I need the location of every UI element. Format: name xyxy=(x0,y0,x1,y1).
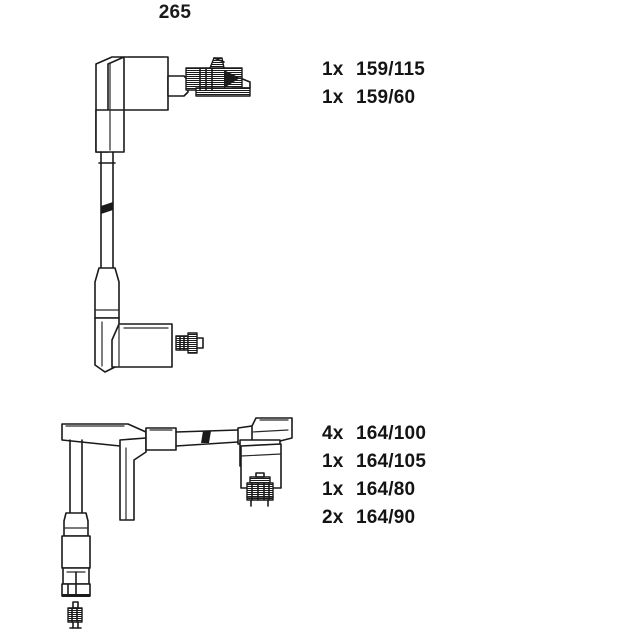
legend-row: 2x 164/90 xyxy=(322,504,426,532)
diagram-bottom-group xyxy=(61,417,293,629)
legend-row: 1x 164/105 xyxy=(322,448,426,476)
detached-hatched-connector xyxy=(185,57,251,97)
legend-code: 159/60 xyxy=(356,87,416,108)
legend-qty: 1x xyxy=(322,479,344,500)
legend-top: 1x 159/115 1x 159/60 xyxy=(322,56,425,112)
legend-code: 164/80 xyxy=(356,479,416,500)
pin-terminal xyxy=(175,332,204,354)
stacked-boot-lower-left xyxy=(61,512,91,597)
legend-bottom: 4x 164/100 1x 164/105 1x 164/80 2x 164/90 xyxy=(322,420,426,532)
diagram-top-group xyxy=(94,56,251,373)
cable-break-marker-bottom xyxy=(201,431,211,443)
legend-row: 4x 164/100 xyxy=(322,420,426,448)
right-angle-boot-lower xyxy=(94,267,173,373)
detached-square-terminal xyxy=(246,472,274,507)
right-angle-plug-boot-upper xyxy=(95,56,189,153)
legend-row: 1x 159/115 xyxy=(322,56,425,84)
legend-qty: 1x xyxy=(322,87,344,108)
legend-code: 164/105 xyxy=(356,451,427,472)
legend-row: 1x 159/60 xyxy=(322,84,425,112)
page-title: 265 xyxy=(158,2,192,23)
pin-terminal-lower xyxy=(67,601,83,629)
legend-code: 159/115 xyxy=(356,59,426,80)
legend-qty: 4x xyxy=(322,423,344,444)
elbow-boot-left xyxy=(61,423,147,521)
legend-code: 164/90 xyxy=(356,507,416,528)
legend-qty: 2x xyxy=(322,507,344,528)
legend-qty: 1x xyxy=(322,59,344,80)
legend-qty: 1x xyxy=(322,451,344,472)
cable-break-marker xyxy=(101,202,113,214)
legend-code: 164/100 xyxy=(356,423,427,444)
legend-row: 1x 164/80 xyxy=(322,476,426,504)
